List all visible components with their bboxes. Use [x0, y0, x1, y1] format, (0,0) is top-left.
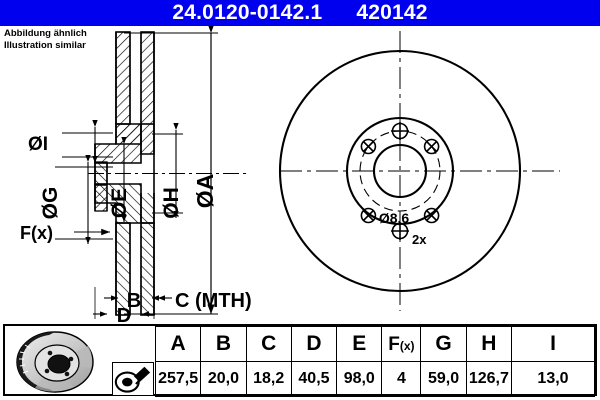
table-header-B: B	[200, 326, 247, 362]
header-banner: 24.0120-0142.1 420142	[0, 0, 600, 26]
table-header-Fx: F(x)	[381, 326, 422, 362]
table-row-values: 257,5 20,0 18,2 40,5 98,0 4 59,0 126,7 1…	[5, 361, 595, 397]
table-header-C: C	[245, 326, 292, 362]
table-value-B: 20,0	[200, 361, 247, 397]
label-F-x: F(x)	[20, 223, 53, 243]
threaded-hole	[391, 122, 409, 140]
table-value-D: 40,5	[290, 361, 338, 397]
fx-sub: (x)	[399, 339, 415, 353]
part-number: 24.0120-0142.1	[172, 1, 323, 24]
table-value-I: 13,0	[511, 361, 595, 397]
dimension-phi-G	[55, 154, 113, 244]
brake-disc-icon	[5, 327, 103, 397]
caliper-icon-cell	[103, 327, 156, 397]
label-phi-H: ØH	[160, 187, 183, 219]
label-hole-count: 2x	[412, 232, 427, 247]
table-row-headers: A B C D E F(x) G H I	[5, 326, 595, 396]
table-value-A: 257,5	[154, 361, 202, 397]
label-phi-I: ØI	[28, 134, 48, 155]
label-hole-diameter: Ø8,6	[379, 210, 410, 226]
fx-main: F	[388, 334, 400, 355]
center-bore-circle	[372, 143, 428, 199]
label-phi-A: ØA	[192, 174, 218, 209]
note-line-en: Illustration similar	[4, 39, 86, 51]
section-view	[88, 31, 250, 316]
label-phi-E: ØE	[108, 188, 131, 218]
table-value-H: 126,7	[465, 361, 513, 397]
article-number: 420142	[356, 1, 428, 24]
label-B: B	[127, 290, 141, 312]
table-header-G: G	[420, 326, 467, 362]
table-header-I: I	[511, 326, 595, 362]
technical-drawing: ØI ØG F(x) ØE ØH	[0, 26, 600, 322]
hub-bell-bottom	[94, 161, 142, 224]
disc-outer-circle	[278, 49, 522, 293]
face-view	[278, 31, 560, 311]
specification-table: A B C D E F(x) G H I 257,5 20,0 18,2 40,…	[3, 324, 597, 397]
bolt-hole	[423, 138, 440, 155]
dimension-phi-A	[124, 26, 218, 315]
table-header-H: H	[465, 326, 513, 362]
table-value-E: 98,0	[336, 361, 383, 397]
bolt-hole	[360, 138, 377, 155]
illustration-note: Abbildung ähnlich Illustration similar	[4, 28, 87, 51]
label-D: D	[117, 305, 131, 322]
caliper-icon	[112, 361, 154, 396]
table-header-E: E	[336, 326, 383, 362]
threaded-hole	[391, 222, 409, 240]
label-phi-G: ØG	[39, 187, 62, 220]
table-header-D: D	[290, 326, 338, 362]
dimension-phi-H	[152, 122, 183, 218]
table-value-C: 18,2	[245, 361, 292, 397]
label-C-mth: C (MTH)	[175, 290, 252, 312]
note-line-de: Abbildung ähnlich	[4, 28, 87, 39]
dimension-D	[93, 287, 156, 319]
bolt-hole	[423, 207, 440, 224]
bolt-hole	[360, 207, 377, 224]
table-value-G: 59,0	[420, 361, 467, 397]
table-value-Fx: 4	[381, 361, 422, 397]
table-header-A: A	[154, 326, 202, 362]
